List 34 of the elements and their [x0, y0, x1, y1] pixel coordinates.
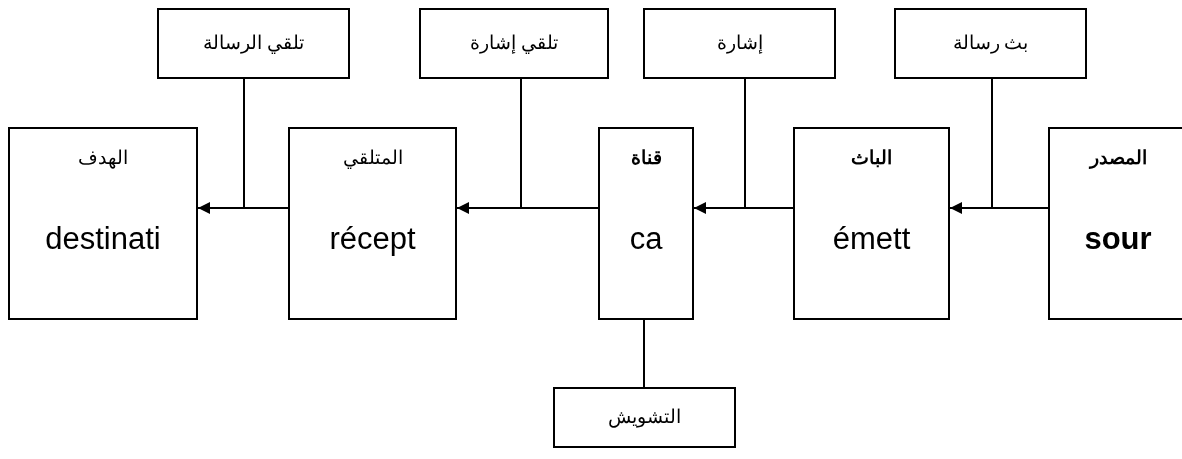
box-heading: بث رسالة — [952, 32, 1029, 55]
box-heading: الباث — [851, 147, 892, 170]
leader-line — [520, 78, 522, 209]
box-label: sour — [1084, 221, 1152, 256]
box-heading: الهدف — [78, 147, 128, 170]
box-label: émett — [832, 221, 911, 256]
process-box — [793, 127, 950, 320]
box-label: destinati — [45, 221, 161, 256]
label-box — [643, 8, 836, 79]
arrow — [456, 202, 599, 214]
leader-line — [243, 78, 245, 209]
box-heading: المصدر — [1089, 147, 1147, 170]
process-box — [8, 127, 198, 320]
box-heading: التشويش — [608, 406, 681, 429]
process-box — [1048, 127, 1182, 320]
process-box — [288, 127, 457, 320]
process-box — [598, 127, 694, 320]
arrow — [197, 202, 289, 214]
box-heading: إشارة — [716, 32, 763, 55]
leader-line — [744, 78, 746, 209]
box-heading: قناة — [630, 147, 662, 170]
leader-line — [991, 78, 993, 209]
connector-line — [643, 319, 645, 388]
label-box — [553, 387, 736, 448]
label-box — [894, 8, 1087, 79]
label-box — [157, 8, 350, 79]
box-heading: المتلقي — [342, 147, 403, 170]
box-label: ca — [629, 221, 663, 256]
box-label: récept — [329, 221, 416, 256]
box-heading: تلقي الرسالة — [203, 32, 304, 55]
arrow — [949, 202, 1049, 214]
arrow — [693, 202, 794, 214]
box-heading: تلقي إشارة — [470, 32, 558, 55]
label-box — [419, 8, 609, 79]
